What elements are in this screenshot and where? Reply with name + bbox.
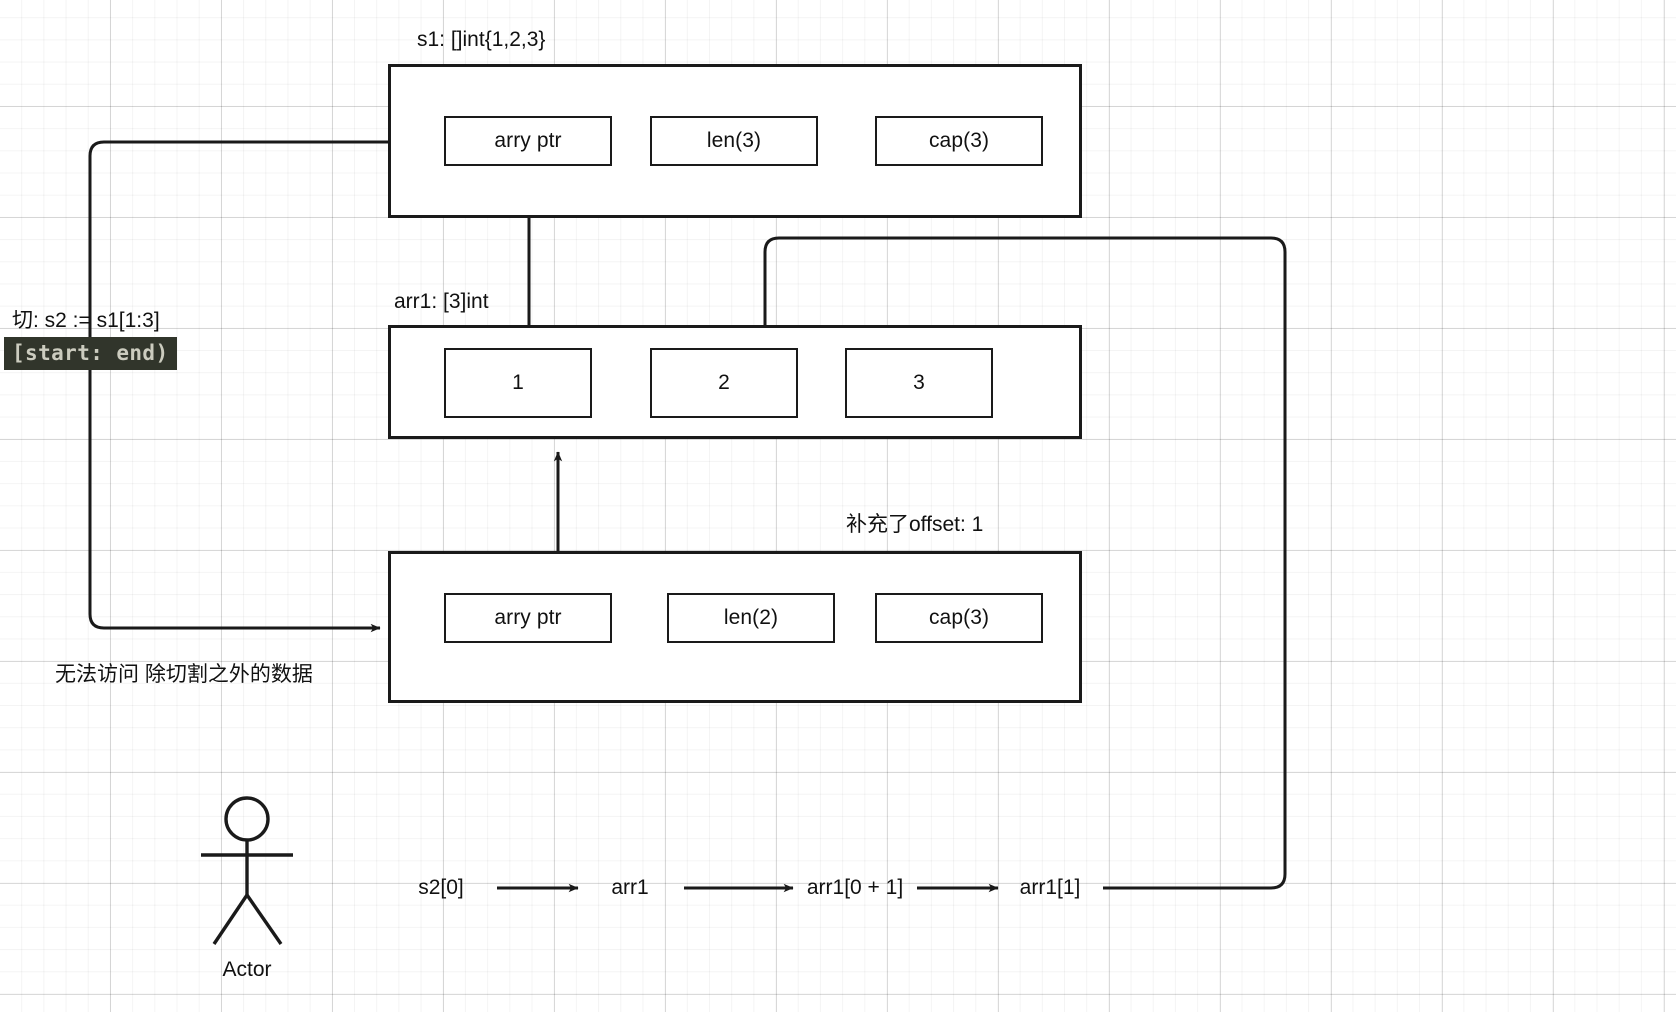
s1-title: s1: []int{1,2,3} [417, 28, 546, 51]
arr1-element-2[interactable]: 3 [845, 348, 993, 418]
offset-note: 补充了offset: 1 [846, 513, 984, 536]
s2-field-len[interactable]: len(2) [667, 593, 835, 643]
actor-head [224, 796, 270, 842]
arr1-element-1[interactable]: 2 [650, 348, 798, 418]
no-access-note: 无法访问 除切割之外的数据 [55, 663, 313, 686]
connector-s1-to-s2 [88, 140, 388, 633]
s1-field-arry-ptr[interactable]: arry ptr [444, 116, 612, 166]
slice-expression-note: 切: s2 := s1[1:3] [12, 309, 160, 332]
actor-label: Actor [222, 958, 272, 981]
flow-node-s2-index0[interactable]: s2[0] [418, 876, 464, 899]
arr1-title: arr1: [3]int [394, 290, 489, 313]
s2-field-cap[interactable]: cap(3) [875, 593, 1043, 643]
s2-field-arry-ptr[interactable]: arry ptr [444, 593, 612, 643]
actor-leg-left [212, 894, 249, 945]
flow-node-arr1-index1[interactable]: arr1[1] [1019, 876, 1081, 899]
arr1-element-0[interactable]: 1 [444, 348, 592, 418]
s1-field-cap[interactable]: cap(3) [875, 116, 1043, 166]
slice-range-highlight: [start: end) [4, 337, 177, 370]
s1-field-len[interactable]: len(3) [650, 116, 818, 166]
flow-node-arr1[interactable]: arr1 [611, 876, 649, 899]
actor-leg-right [245, 894, 283, 945]
flow-node-arr1-offset-expr[interactable]: arr1[0 + 1] [806, 876, 904, 899]
actor-figure [201, 796, 293, 945]
